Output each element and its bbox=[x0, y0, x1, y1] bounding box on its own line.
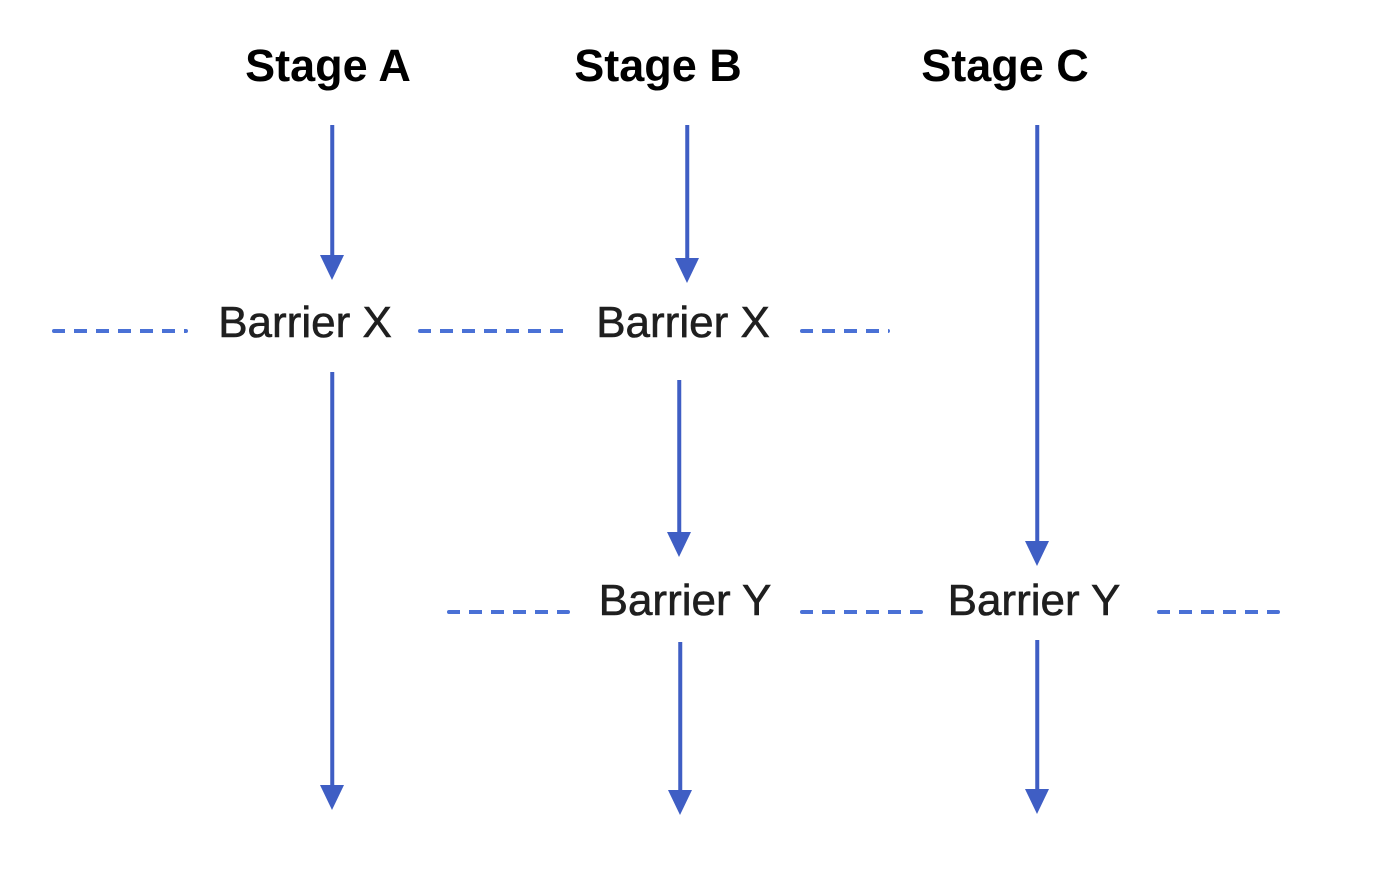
stage-b-arrow-after-barrier-y bbox=[667, 642, 693, 815]
arrow-shaft bbox=[330, 372, 334, 792]
stage-b-arrow-to-barrier-x bbox=[674, 125, 700, 283]
stage-b-arrow-to-barrier-y bbox=[666, 380, 692, 557]
barrier-y-label-stage-b: Barrier Y bbox=[598, 576, 772, 625]
arrow-head-icon bbox=[668, 790, 692, 815]
barrier-y-dashed-line-right bbox=[1157, 610, 1280, 614]
stage-a-heading: Stage A bbox=[245, 40, 411, 91]
arrow-shaft bbox=[1035, 640, 1039, 796]
stage-c-arrow-after-barrier-y bbox=[1024, 640, 1050, 814]
barrier-x-dashed-line-right bbox=[800, 329, 890, 333]
barrier-y-dashed-line-middle bbox=[800, 610, 923, 614]
barrier-y-dashed-line-left bbox=[447, 610, 570, 614]
barrier-x-dashed-line-middle bbox=[418, 329, 568, 333]
arrow-head-icon bbox=[667, 532, 691, 557]
arrow-shaft bbox=[678, 642, 682, 797]
stage-c-heading: Stage C bbox=[921, 40, 1089, 91]
arrow-head-icon bbox=[675, 258, 699, 283]
arrow-shaft bbox=[330, 125, 334, 262]
arrow-head-icon bbox=[320, 785, 344, 810]
stage-b-heading: Stage B bbox=[574, 40, 742, 91]
stage-a-arrow-after-barrier-x bbox=[319, 372, 345, 810]
barrier-x-label-stage-b: Barrier X bbox=[596, 298, 770, 347]
barrier-x-dashed-line-left bbox=[52, 329, 188, 333]
arrow-head-icon bbox=[1025, 789, 1049, 814]
stage-c-arrow-to-barrier-y bbox=[1024, 125, 1050, 566]
stage-a-arrow-to-barrier-x bbox=[319, 125, 345, 280]
arrow-shaft bbox=[685, 125, 689, 265]
arrow-head-icon bbox=[1025, 541, 1049, 566]
barrier-y-label-stage-c: Barrier Y bbox=[947, 576, 1121, 625]
arrow-shaft bbox=[1035, 125, 1039, 548]
barrier-x-label-stage-a: Barrier X bbox=[218, 298, 392, 347]
arrow-head-icon bbox=[320, 255, 344, 280]
arrow-shaft bbox=[677, 380, 681, 539]
